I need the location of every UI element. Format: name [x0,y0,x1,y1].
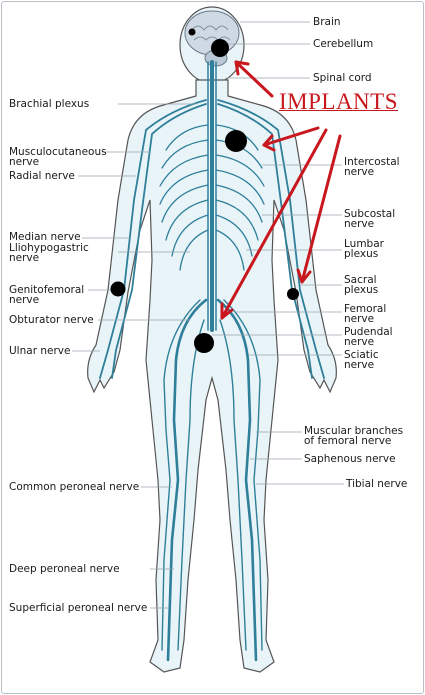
label-spinal-cord: Spinal cord [313,72,372,84]
label-deep-peroneal-nerve: Deep peroneal nerve [9,563,120,575]
label-sacral-plexus: Sacral plexus [344,274,379,296]
implant-markers [110,28,299,353]
label-radial-nerve: Radial nerve [9,170,75,182]
implant-dot-chest [225,130,247,152]
label-genitofemoral-nerve: Genitofemoral nerve [9,284,85,306]
label-saphenous-nerve: Saphenous nerve [304,453,396,465]
implant-dot-right-arm [287,288,299,300]
implant-arrows [220,60,342,320]
label-musculocutaneous-nerve: Musculocutaneous nerve [9,146,107,168]
label-common-peroneal-nerve: Common peroneal nerve [9,481,140,493]
leader-lines [72,21,344,609]
label-lumbar-plexus: Lumbar plexus [344,238,384,260]
label-obturator-nerve: Obturator nerve [9,314,94,326]
implant-dot-brain [188,28,196,36]
label-cerebellum: Cerebellum [313,38,374,50]
label-brain: Brain [313,16,341,28]
label-tibial-nerve: Tibial nerve [346,478,408,490]
label-subcostal-nerve: Subcostal nerve [344,208,396,230]
label-brachial-plexus: Brachial plexus [9,98,90,110]
implant-dot-cerebellum [211,39,229,57]
label-intercostal-nerve: Intercostal nerve [344,156,400,178]
label-sciatic-nerve: Sciatic nerve [344,349,379,371]
label-femoral-nerve: Femoral nerve [344,303,387,325]
implants-annotation: IMPLANTS [279,89,399,114]
label-ulnar-nerve: Ulnar nerve [9,345,71,357]
label-pudendal-nerve: Pudendal nerve [344,326,393,348]
label-superficial-peroneal-nerve: Superficial peroneal nerve [9,602,148,614]
label-iliohypogastric-nerve: Lliohypogastric nerve [9,242,89,264]
label-muscular-branches-femoral-nerve: Muscular branches of femoral nerve [304,425,404,447]
label-median-nerve: Median nerve [9,231,81,243]
implant-dot-left-arm [110,281,126,297]
implant-dot-pelvis [194,333,214,353]
